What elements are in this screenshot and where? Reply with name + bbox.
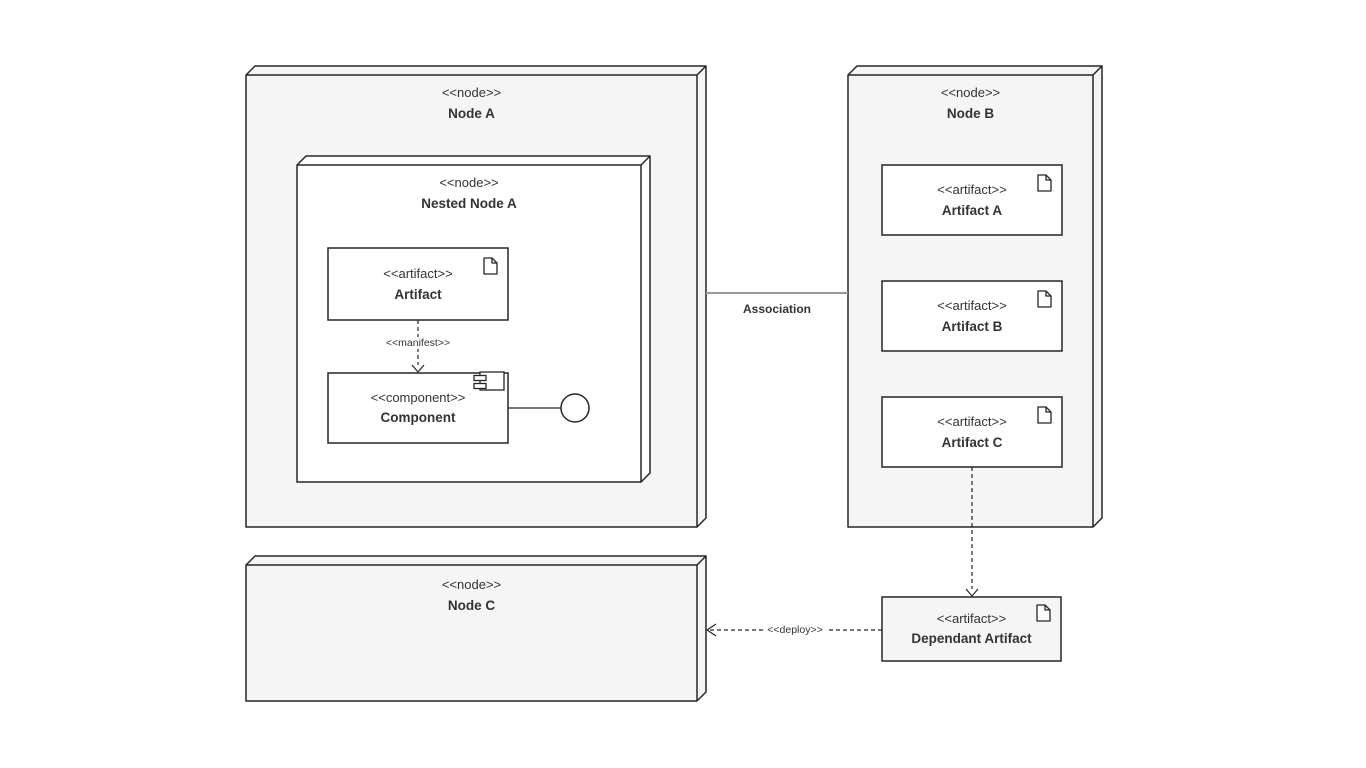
dependency-edge <box>965 467 979 597</box>
artifact-c-document-icon <box>1037 406 1052 424</box>
artifact-b-box <box>881 280 1063 352</box>
deploy-arrowhead-icon <box>705 623 717 637</box>
node-c-shape <box>245 555 707 702</box>
manifest-arrowhead-icon <box>411 364 425 373</box>
component-icon <box>473 371 505 391</box>
artifact-box <box>327 247 509 321</box>
artifact-b-document-icon <box>1037 290 1052 308</box>
dependant-artifact-box <box>881 596 1062 662</box>
deploy-edge <box>705 623 882 637</box>
artifact-document-icon <box>483 257 498 275</box>
dependant-artifact-document-icon <box>1036 604 1051 622</box>
lollipop-interface-icon <box>508 393 590 423</box>
artifact-a-box <box>881 164 1063 236</box>
artifact-a-document-icon <box>1037 174 1052 192</box>
dependency-arrowhead-icon <box>965 588 979 597</box>
artifact-c-box <box>881 396 1063 468</box>
